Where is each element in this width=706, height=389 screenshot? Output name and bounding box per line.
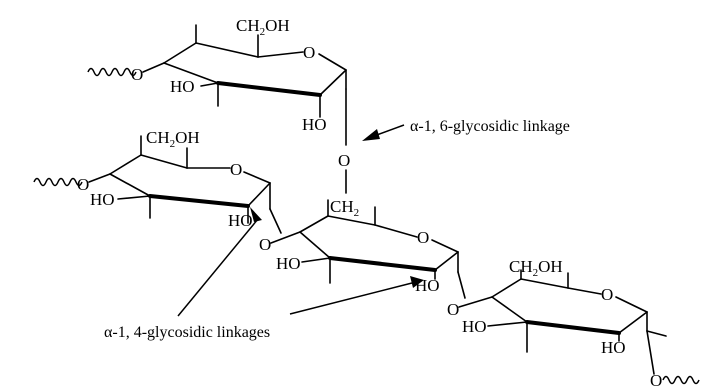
chain-continuation-1 [87,67,137,77]
glucose-ring-2: O O CH2OH HO HO [33,128,282,234]
ring4-end-o: O [650,371,662,389]
chain-continuation-4 [662,375,700,385]
ring2-ho-left: HO [90,190,115,209]
ring2-ho-bottom: HO [228,211,253,230]
glucose-ring-3: O CH2 O HO HO [259,197,466,299]
ring2-ring-o: O [230,160,242,179]
annotation-alpha16: α-1, 6-glycosidic linkage [362,118,570,141]
ring3-ring-o: O [417,228,429,247]
ring3-ch2: CH2 [330,197,359,219]
label-alpha16: α-1, 6-glycosidic linkage [410,118,570,135]
chain-continuation-2 [33,177,83,187]
ring4-ch2oh: CH2OH [509,257,563,279]
ring1-ho-bottom: HO [302,115,327,134]
annotation-alpha14: α-1, 4-glycosidic linkages [104,207,424,341]
arrow-head-alpha14-left [250,207,262,222]
ring3-link-o: O [259,235,271,254]
ring4-ho-left: HO [462,317,487,336]
glucose-ring-4: O O CH2OH HO HO O [447,257,700,389]
ring1-ch2oh: CH2OH [236,16,290,38]
ring1-link-o: O [131,65,143,84]
glucose-ring-1: O O CH2OH HO HO [87,16,347,146]
ring1-ring-o: O [303,43,315,62]
arrow-head-alpha16 [362,129,380,141]
label-alpha14: α-1, 4-glycosidic linkages [104,324,270,341]
ring2-ch2oh: CH2OH [146,128,200,150]
ring2-link-o: O [77,175,89,194]
ring1-ho-left: HO [170,77,195,96]
ring4-link-o: O [447,300,459,319]
ring3-ho-left: HO [276,254,301,273]
ring4-ring-o: O [601,285,613,304]
ring4-ho-bottom: HO [601,338,626,357]
bridge-o: O [338,151,350,170]
arrow-head-alpha14-right [410,276,424,288]
